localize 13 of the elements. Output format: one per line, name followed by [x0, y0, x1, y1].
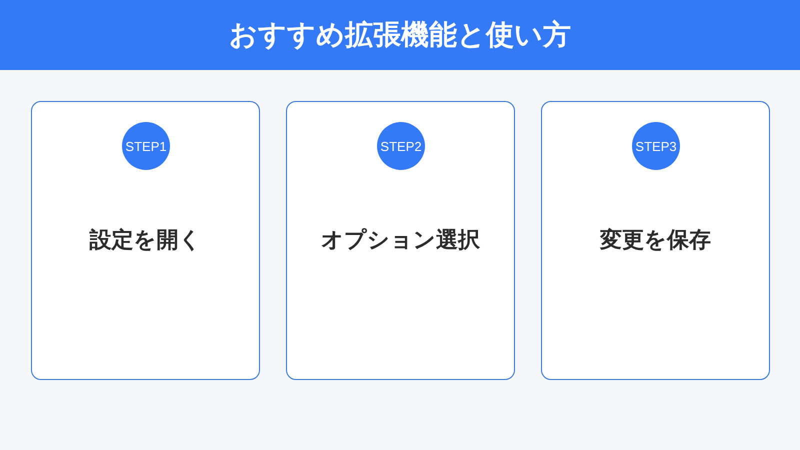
- step-label: STEP3: [635, 140, 677, 152]
- step-title: 設定を開く: [90, 228, 202, 253]
- step-circle: [377, 122, 425, 170]
- step-title: オプション選択: [321, 228, 480, 253]
- step-title: 変更を保存: [600, 228, 711, 253]
- step-card: [286, 101, 515, 380]
- step-label: STEP2: [380, 140, 422, 152]
- step-card: [31, 101, 260, 380]
- step-circle: [122, 122, 170, 170]
- step-circle: [632, 122, 680, 170]
- title: おすすめ拡張機能と使い方: [229, 18, 571, 52]
- step-card: [541, 101, 770, 380]
- step-label: STEP1: [125, 140, 167, 152]
